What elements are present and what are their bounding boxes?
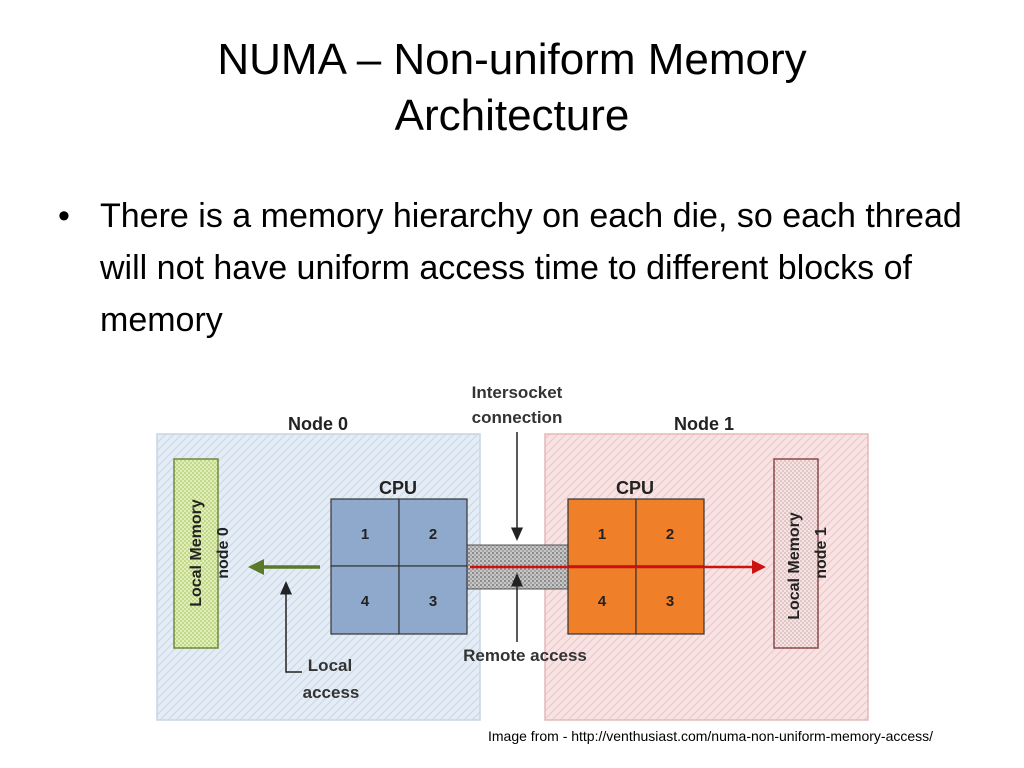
cpu1-core-1-label: 1 bbox=[598, 526, 606, 543]
cpu0-core-2 bbox=[398, 498, 468, 567]
local-memory-node1-line1: Local Memory bbox=[786, 512, 803, 620]
cpu0-label: CPU bbox=[379, 478, 417, 498]
cpu0-core-1-label: 1 bbox=[361, 526, 369, 543]
title-line-2: Architecture bbox=[394, 91, 630, 140]
local-access-arrow-head bbox=[248, 559, 264, 575]
cpu1-core-4 bbox=[567, 565, 637, 635]
local-memory-node0 bbox=[173, 458, 219, 649]
node0-label: Node 0 bbox=[288, 414, 348, 434]
bullet-text: There is a memory hierarchy on each die,… bbox=[100, 197, 962, 339]
cpu1-core-2-label: 2 bbox=[666, 526, 674, 543]
intersocket-label-line2: connection bbox=[472, 408, 563, 427]
local-memory-node0-line2: node 0 bbox=[215, 527, 232, 579]
slide-title: NUMA – Non-uniform Memory Architecture bbox=[0, 32, 1024, 144]
cpu0-core-1 bbox=[330, 498, 400, 567]
local-access-pointer-arrow bbox=[280, 581, 302, 673]
cpu1-label: CPU bbox=[616, 478, 654, 498]
cpu1: 1 2 4 3 bbox=[567, 498, 705, 635]
cpu1-core-2 bbox=[635, 498, 705, 567]
image-credit: Image from - http://venthusiast.com/numa… bbox=[488, 728, 934, 744]
intersocket-label-line1: Intersocket bbox=[472, 383, 563, 402]
local-access-label-line1: Local bbox=[308, 656, 352, 675]
cpu0-core-2-label: 2 bbox=[429, 526, 437, 543]
cpu1-core-3-label: 3 bbox=[666, 593, 674, 610]
cpu0-core-3-label: 3 bbox=[429, 593, 437, 610]
local-memory-node0-line1: Local Memory bbox=[188, 499, 205, 607]
title-line-1: NUMA – Non-uniform Memory bbox=[217, 35, 807, 84]
bullet-dot: • bbox=[58, 197, 70, 235]
remote-access-label: Remote access bbox=[463, 646, 587, 665]
cpu1-core-4-label: 4 bbox=[598, 593, 607, 610]
cpu0: 1 2 4 3 bbox=[330, 498, 468, 635]
cpu0-core-3 bbox=[398, 565, 468, 635]
cpu0-core-4 bbox=[330, 565, 400, 635]
local-memory-node1 bbox=[773, 458, 819, 649]
cpu1-core-1 bbox=[567, 498, 637, 567]
local-memory-node1-line2: node 1 bbox=[813, 527, 830, 579]
node1-label: Node 1 bbox=[674, 414, 734, 434]
cpu0-core-4-label: 4 bbox=[361, 593, 370, 610]
cpu1-core-3 bbox=[635, 565, 705, 635]
local-access-label-line2: access bbox=[303, 683, 360, 702]
remote-access-arrow-head bbox=[752, 560, 766, 574]
